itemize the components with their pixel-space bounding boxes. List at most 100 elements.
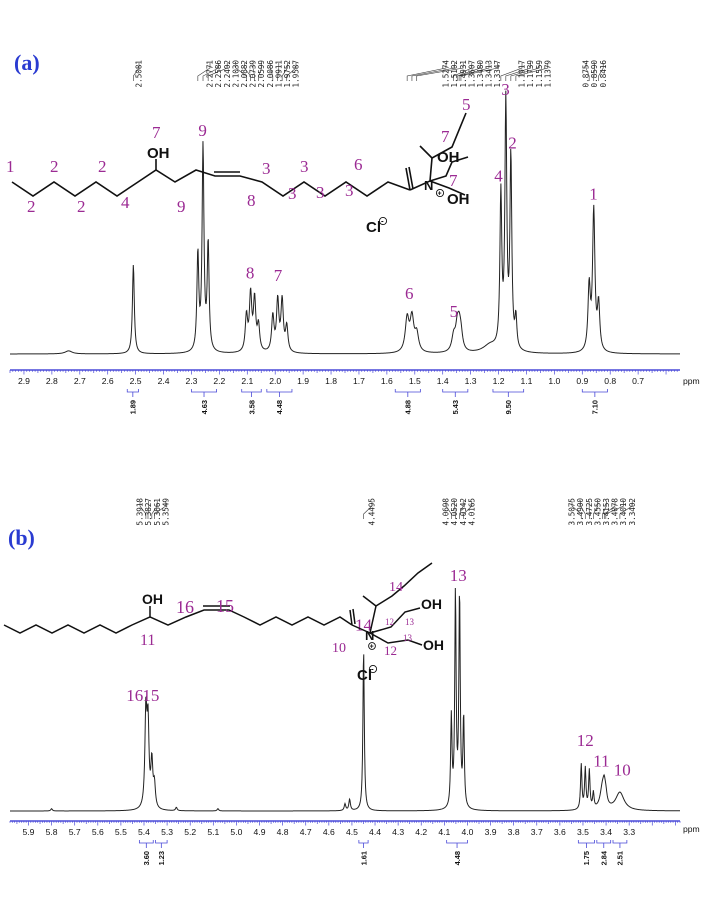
x-tick-label: 5.5: [115, 827, 127, 837]
peak-leader-line: [580, 501, 586, 519]
x-tick-label: 4.3: [392, 827, 404, 837]
peak-shift-label: 3.4550: [593, 498, 602, 526]
peak-shift-label: 0.8754: [582, 60, 591, 88]
x-tick-label: 3.8: [508, 827, 520, 837]
structure-a-label: 6: [354, 155, 363, 174]
integral-value: 1.89: [129, 400, 138, 414]
spectrum-trace: [10, 90, 681, 355]
structure-b-label: 13: [403, 633, 413, 643]
peak-shift-label: 2.0599: [257, 60, 266, 88]
x-tick-label: 3.5: [577, 827, 589, 837]
structure-b-hydroxyethyl-2: [369, 632, 423, 646]
x-tick-label: 0.7: [632, 376, 644, 386]
peak-shift-label: 4.0165: [467, 498, 476, 525]
peak-shift-label: 2.0739: [249, 60, 258, 88]
structure-a-label: 8: [247, 191, 256, 210]
x-tick-label: 2.8: [46, 376, 58, 386]
structure-a-hydroxyl: OH: [447, 191, 470, 208]
peak-shift-label: 1.9587: [292, 60, 301, 87]
integral-value: 7.10: [591, 400, 600, 414]
integral-bracket: [581, 389, 608, 393]
integral-bracket: [358, 840, 369, 844]
structure-a-label: 2: [98, 157, 107, 176]
integral-bracket: [577, 840, 595, 844]
peak-leader-line: [454, 501, 456, 519]
integral-value: 1.75: [582, 851, 591, 865]
integral-region: 1.75: [577, 840, 595, 865]
peak-leader-line: [445, 501, 452, 519]
structure-a-anion: -: [381, 217, 384, 226]
peak-assignment-label: 1: [589, 185, 598, 204]
peak-assignment-label: 2: [508, 134, 517, 153]
integral-region: 1.23: [155, 840, 168, 865]
peak-shift-label: 4.0520: [450, 498, 459, 526]
peak-shift-label: 5.3549: [161, 498, 170, 526]
x-tick-label: 4.1: [438, 827, 450, 837]
integral-bracket: [596, 840, 612, 844]
integral-value: 4.48: [453, 851, 462, 865]
peak-leader-line: [252, 63, 255, 81]
peak-shift-label: 5.3918: [136, 498, 145, 526]
peak-leader-line: [147, 501, 149, 519]
integral-bracket: [446, 840, 468, 844]
x-tick-label: 0.8: [604, 376, 616, 386]
integral-bracket: [191, 389, 217, 393]
x-tick-label: 4.4: [369, 827, 381, 837]
structure-b-label: 10: [332, 641, 346, 656]
structure-b-carbonyl: [349, 609, 353, 626]
structure-a-labels: 1 2 2 2 2 4 7 OH 9 8 3 3 3 3 3 6 5 7 OH …: [6, 95, 471, 236]
integral-region: 2.51: [612, 840, 628, 865]
peak-leader-line: [460, 63, 498, 81]
peak-shift-label: 0.8590: [590, 60, 599, 88]
peak-leader-line: [593, 63, 595, 81]
integral-region: 7.10: [581, 389, 608, 414]
peak-shift-label: 4.0698: [442, 498, 451, 526]
structure-a-anion-circle: [378, 216, 388, 226]
peak-leader-line: [363, 501, 373, 519]
x-tick-label: 5.7: [69, 827, 81, 837]
peak-shift-label: 2.2586: [214, 60, 223, 88]
structure-a-label: 7: [449, 171, 458, 190]
peak-shift-label: 1.5274: [442, 60, 451, 88]
peak-leader-line: [411, 63, 455, 81]
structure-b-label: 12: [384, 643, 397, 658]
peak-leader-line: [151, 501, 158, 519]
peak-shift-label: 1.3413: [485, 60, 494, 87]
peak-leader-line: [602, 501, 607, 519]
structure-b-anion: -: [371, 665, 374, 674]
peak-leader-line: [453, 63, 473, 81]
peak-shift-label: 2.2771: [206, 60, 215, 88]
structure-b-hydroxyl: OH: [423, 637, 444, 653]
peak-shift-label: 2.1030: [231, 60, 240, 88]
x-tick-label: 1.7: [353, 376, 365, 386]
structure-a: [11, 112, 469, 197]
structure-a-label: 7: [152, 123, 161, 142]
peak-assignment-label: 9: [198, 121, 207, 140]
structure-b-carbonyl-2: [352, 608, 356, 625]
peak-shift-label: 2.0882: [240, 60, 249, 87]
structure-a-charge: +: [438, 191, 442, 198]
x-tick-label: 1.2: [493, 376, 505, 386]
peak-leader-line: [593, 501, 599, 519]
structure-a-charge-circle: [435, 188, 445, 198]
peak-leader-line: [269, 63, 274, 81]
peak-shift-label: 3.3402: [628, 498, 637, 525]
x-tick-label: 3.7: [531, 827, 543, 837]
peak-leader-line: [619, 501, 633, 519]
peak-shift-label: 2.5081: [135, 60, 144, 88]
structure-a-label: 3: [316, 183, 325, 202]
structure-b-hydroxyethyl-1: [369, 607, 421, 634]
structure-b-alkyl-chain: [3, 609, 353, 634]
x-tick-label: 1.6: [381, 376, 393, 386]
structure-b-hydroxyl: OH: [421, 596, 442, 612]
peak-leader-line: [406, 63, 447, 81]
peak-leader-line: [416, 63, 464, 81]
peak-assignment-label: 8: [246, 264, 255, 283]
x-tick-label: 1.3: [465, 376, 477, 386]
x-tick-label: 2.4: [158, 376, 170, 386]
integral-value: 2.51: [616, 851, 625, 865]
